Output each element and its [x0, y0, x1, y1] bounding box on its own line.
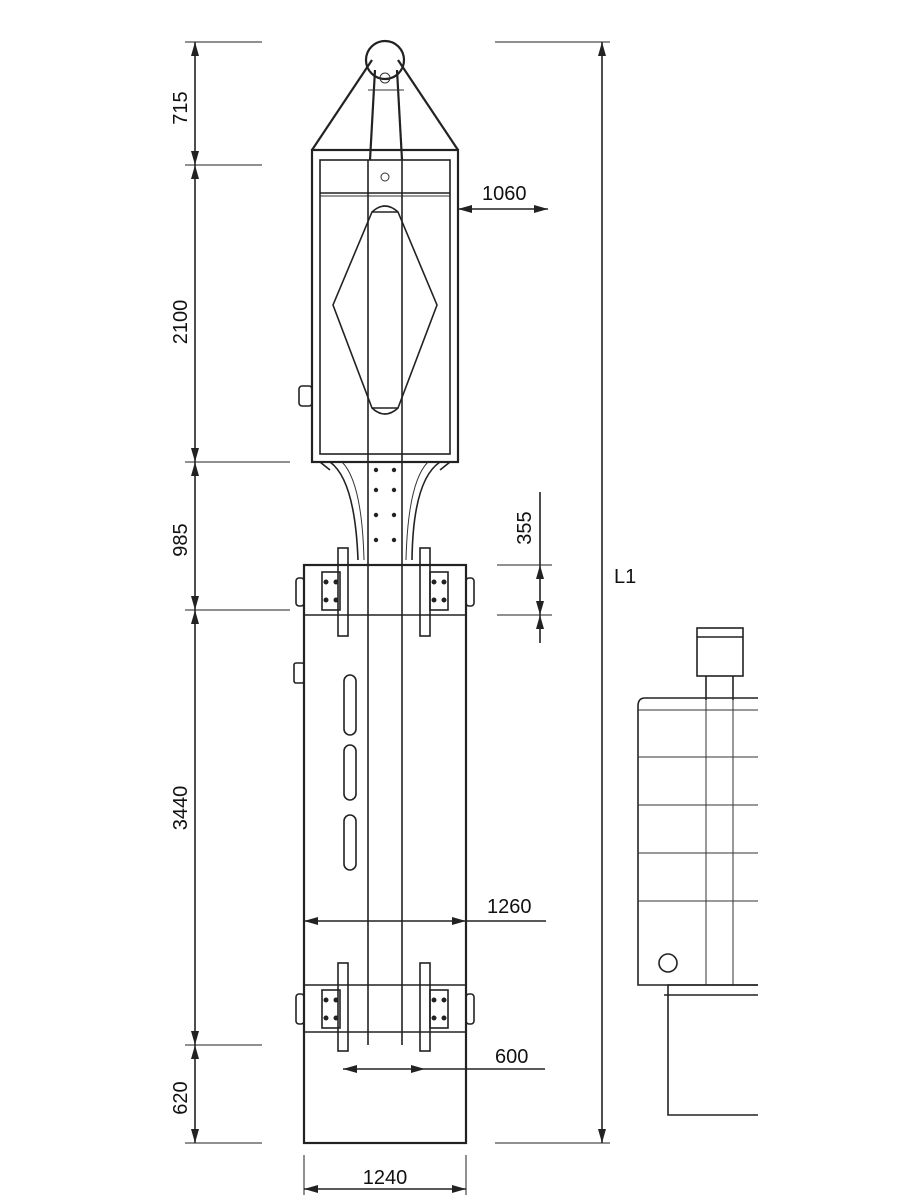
dim-1060: 1060	[482, 183, 527, 205]
upper-cage-frame	[298, 148, 460, 471]
dim-1260-group: 1260	[304, 896, 546, 925]
transition-neck	[329, 461, 441, 561]
dim-620: 620	[170, 1081, 192, 1114]
dim-3440: 3440	[170, 786, 192, 831]
bolt-holes	[373, 467, 397, 543]
dim-355-group: 355	[497, 492, 552, 643]
dim-355: 355	[514, 511, 536, 544]
lifting-shackle	[364, 39, 406, 161]
central-shaft	[367, 160, 403, 1045]
dim-1240-group: 1240	[303, 1155, 467, 1195]
dim-1260: 1260	[487, 896, 532, 918]
dim-l1: L1	[614, 566, 636, 588]
total-length-dimension: L1	[495, 41, 636, 1144]
dim-600-group: 600	[343, 1046, 545, 1073]
left-dimension-chain: 715 2100 985 3440 620	[170, 41, 290, 1144]
main-body	[293, 563, 468, 1145]
side-view-partial	[637, 627, 758, 1116]
dim-1060-group: 1060	[458, 183, 548, 213]
dim-600: 600	[495, 1046, 528, 1068]
dim-715: 715	[170, 91, 192, 124]
upper-clamp	[295, 547, 475, 637]
dim-1240: 1240	[363, 1167, 408, 1189]
dim-985: 985	[170, 523, 192, 556]
lower-clamp	[295, 962, 475, 1052]
dim-2100: 2100	[170, 300, 192, 345]
